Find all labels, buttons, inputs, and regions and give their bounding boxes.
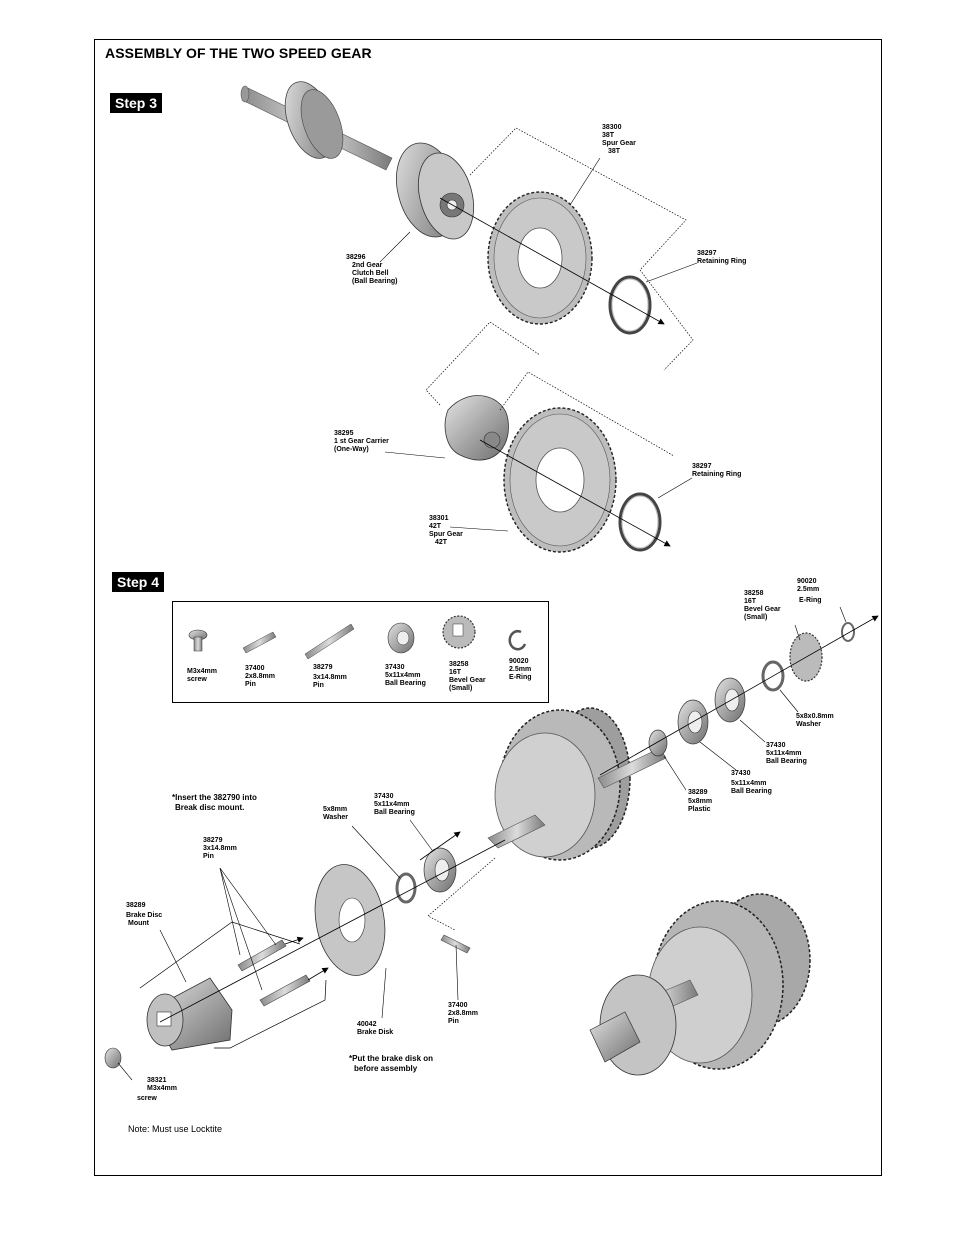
brake-disk (314, 864, 386, 976)
ball-bearing-icon (387, 622, 415, 654)
retaining-ring-2 (618, 492, 662, 552)
spur-gear-42t (503, 407, 617, 553)
bearing-stack-right (648, 622, 855, 757)
bevel-gear-icon (442, 615, 476, 649)
brake-disc-mount (146, 977, 233, 1051)
screw-icon (188, 629, 208, 652)
label-gear-carrier: 38295 1 st Gear Carrier (One-Way) (334, 430, 389, 453)
parts-icons (188, 615, 527, 660)
page-frame (94, 39, 882, 1176)
step-4-badge: Step 4 (112, 572, 165, 592)
label-spur-gear-42t: 38301 42T Spur Gear 42T (429, 515, 463, 546)
two-speed-gear-assembly (487, 707, 667, 861)
short-pin-icon (242, 631, 277, 654)
label-retaining-ring-1: 38297 Retaining Ring (697, 250, 747, 265)
locktite-note: Note: Must use Locktite (128, 1124, 223, 1134)
main-shaft (240, 81, 393, 171)
assembled-gear-view (589, 893, 811, 1076)
label-spur-gear-38t: 38300 38T Spur Gear 38T (602, 124, 636, 155)
page-title: ASSEMBLY OF THE TWO SPEED GEAR (105, 45, 372, 61)
spur-gear-38t (487, 191, 593, 325)
clutch-bell (396, 142, 474, 240)
long-pin-icon (304, 623, 355, 660)
gear-carrier (444, 395, 509, 461)
label-retaining-ring-2: 38297 Retaining Ring (692, 463, 742, 478)
e-ring-icon (508, 630, 527, 651)
label-clutch-bell: 38296 2nd Gear Clutch Bell (Ball Bearing… (346, 254, 398, 285)
step-3-badge: Step 3 (110, 93, 163, 113)
retaining-ring-1 (608, 275, 652, 335)
